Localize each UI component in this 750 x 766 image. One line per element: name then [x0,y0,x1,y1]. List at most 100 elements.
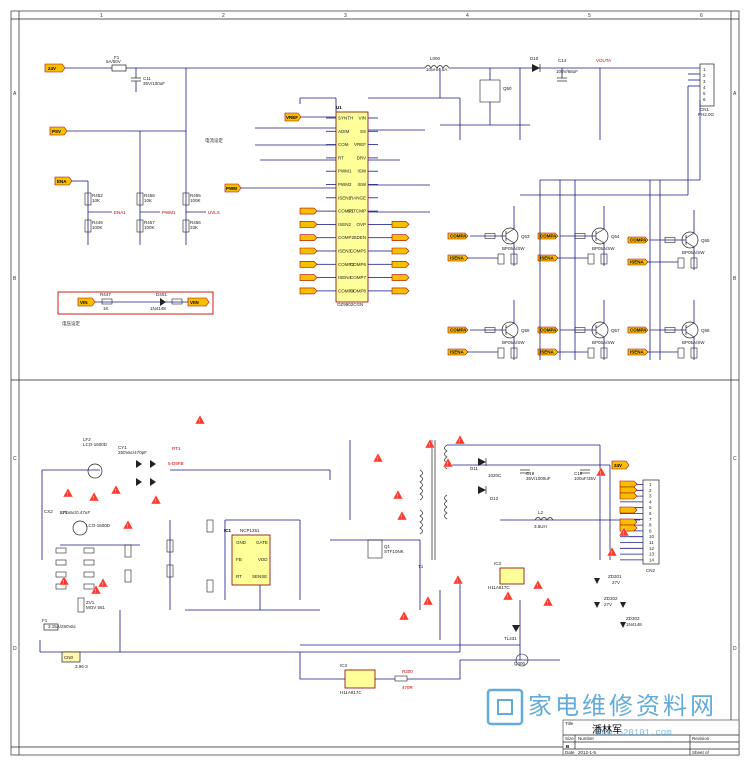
ic-main-left-pins: SYNTHADIMCOMRTPWM1PWM2ISEN1COMP1ISEN2COM… [326,116,355,293]
ic-pin-left: SYNTH [338,116,353,121]
ic-pin-left: ISEN4 [338,275,352,280]
svg-text:35V/1000uF: 35V/1000uF [526,476,551,481]
svg-text:27V: 27V [604,602,612,607]
svg-text:100K: 100K [92,225,103,230]
svg-text:!: ! [199,419,200,425]
cn2-pin: 4 [649,499,652,504]
ic-main-right-pins: VINSSVREFDRVISWISWRANGESSTCMPOVPSDENCOMP… [347,116,378,293]
cn2-pin: 10 [649,534,655,539]
svg-text:R457: R457 [144,220,155,225]
optocoupler-ic3-secondary [499,567,525,585]
svg-text:CN1: CN1 [700,107,709,112]
svg-text:R458: R458 [144,193,155,198]
cn2-pin: 8 [649,523,652,528]
diode-d12 [478,486,486,494]
svg-text:CY1: CY1 [118,445,127,450]
ic-pin-right: SSTCMP [347,209,366,214]
svg-text:LCO-1600D: LCO-1600D [83,442,108,447]
net-compa: COMPA [540,328,557,333]
svg-text:SENSE: SENSE [252,574,267,579]
svg-text:!: ! [403,615,404,621]
svg-text:UVLS: UVLS [208,210,220,215]
svg-text:IC3: IC3 [340,663,348,668]
svg-text:!: ! [427,600,428,606]
svg-text:C18: C18 [526,471,535,476]
varistor-zv1 [77,597,85,613]
svg-text:!: ! [95,589,96,595]
svg-text:Q50: Q50 [503,86,512,91]
bjt-ref: Q57 [611,328,620,333]
svg-text:R455: R455 [190,193,201,198]
ic-pin-left: COMP3 [338,262,355,267]
svg-text:TL431: TL431 [504,636,517,641]
svg-text:1N4148: 1N4148 [150,306,166,311]
svg-text:Date: Date [565,750,575,755]
svg-text:VDD: VDD [258,557,268,562]
grid-row-c: C [13,456,17,462]
bridge-rectifier [136,460,156,486]
transistor-q300 [515,653,529,667]
svg-text:1K: 1K [103,306,109,311]
drawing-border [10,10,740,756]
svg-text:C: C [733,456,737,462]
svg-text:H11A817C: H11A817C [340,690,362,695]
svg-text:10uH/4.5A: 10uH/4.5A [426,67,447,72]
svg-text:100K: 100K [190,198,201,203]
svg-text:STF10NK: STF10NK [384,549,404,554]
svg-text:3.15A/250Vac: 3.15A/250Vac [48,624,77,629]
safety-warning-icons: !!!!!!!!!!!!!!!!!!!!!!!! [58,414,630,621]
optocoupler-ic3-primary [344,669,376,689]
svg-text:R452: R452 [92,193,103,198]
cn2-pin: 3 [649,494,652,499]
grid-row-d: D [13,646,17,652]
input-resistor-array [55,519,214,593]
ic-pin-right: COMP6 [350,262,367,267]
net-isena: ISENA [450,350,465,355]
bjt-value: BP05A/SW [682,340,705,345]
svg-text:33K: 33K [190,225,198,230]
ic-pin-left: COMP4 [338,288,355,293]
svg-text:C14: C14 [558,58,567,63]
net-compa: COMPA [630,328,647,333]
net-compa: COMPA [450,328,467,333]
svg-text:D10: D10 [530,56,539,61]
svg-text:VOUTA: VOUTA [596,58,611,63]
ic-right-net-tags [378,221,410,295]
ic-pin-left: COMP2 [338,235,355,240]
connector-cn2 [642,479,660,565]
net-isena: ISENA [450,256,465,261]
net-tag-pwm [224,183,242,193]
svg-text:!: ! [623,531,624,537]
svg-text:ENA: ENA [57,179,67,184]
ic1-ncp1251 [231,534,271,586]
net-tag-vref [284,112,302,122]
svg-text:PWM: PWM [226,186,237,191]
net-isena: ISENA [630,260,645,265]
ic-pin-left: ADIM [338,129,350,134]
svg-text:24V: 24V [48,66,56,71]
svg-text:4: 4 [703,85,706,90]
svg-text:B: B [733,276,737,282]
svg-text:C11: C11 [143,76,151,81]
bjt-value: BP05A/SW [592,246,615,251]
ic-pin-right: OVP [356,222,366,227]
svg-text:IC1: IC1 [224,528,232,533]
svg-text:10K: 10K [92,198,100,203]
ic-pin-left: COM [338,142,349,147]
svg-text:!: ! [155,499,156,505]
svg-text:ENA1: ENA1 [114,210,126,215]
grid-col-4: 4 [466,13,469,19]
svg-text:OZ9902CGN: OZ9902CGN [337,302,363,307]
svg-text:Size: Size [565,736,574,741]
grid-col-6: 6 [700,13,703,19]
svg-text:!: ! [102,582,103,588]
svg-text:ZD301: ZD301 [608,574,622,579]
svg-text:D11: D11 [470,466,478,471]
svg-text:2: 2 [703,73,706,78]
cn2-pin: 9 [649,528,652,533]
svg-text:Number: Number [578,736,595,741]
fuse-f1 [43,623,59,631]
svg-text:250Vac/470pF: 250Vac/470pF [118,450,147,455]
cn2-pin: 14 [649,557,655,562]
svg-text:Sheet of: Sheet of [692,750,710,755]
